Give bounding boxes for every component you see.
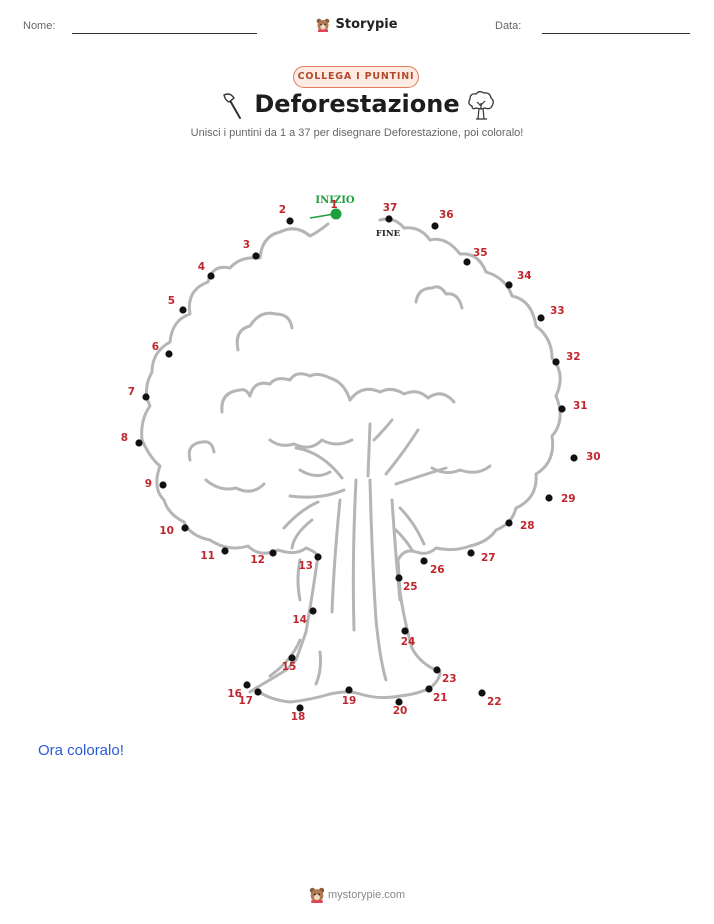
dot-label-7: 7 [128,386,135,398]
dot-label-21: 21 [433,692,448,704]
dot-label-1: 1 [330,199,337,211]
dot-31 [558,405,566,413]
dot-16 [243,681,251,689]
dot-11 [221,547,229,555]
page-title: Deforestazione [254,90,460,118]
dot-label-19: 19 [342,695,357,707]
date-line [542,33,690,34]
brand-logo: Storypie [0,14,714,33]
dot-26 [420,557,428,565]
dot-label-10: 10 [159,525,174,537]
footer: mystorypie.com [0,887,714,903]
brand-name: Storypie [335,17,398,32]
dot-23 [433,666,441,674]
dot-36 [431,222,439,230]
name-label: Nome: [23,20,56,32]
dot-label-36: 36 [439,209,454,221]
dot-17 [254,688,262,696]
dot-label-24: 24 [401,636,416,648]
color-prompt: Ora coloralo! [38,742,124,759]
bear-mascot-icon [309,887,325,903]
dot-2 [286,217,294,225]
dot-34 [505,281,513,289]
dot-label-16: 16 [227,688,242,700]
dot-9 [159,481,167,489]
activity-badge: COLLEGA I PUNTINI [293,66,419,88]
dot-12 [269,549,277,557]
dot-label-17: 17 [238,695,253,707]
dot-1 [330,208,342,220]
dot-label-9: 9 [145,478,152,490]
dot-label-25: 25 [403,581,418,593]
axe-icon [223,93,241,119]
dot-label-23: 23 [442,673,457,685]
dot-15 [288,654,296,662]
dot-14 [309,607,317,615]
date-label: Data: [495,20,522,32]
dot-24 [401,627,409,635]
dot-27 [467,549,475,557]
dot-35 [463,258,471,266]
dot-label-11: 11 [200,550,215,562]
dot-13 [314,553,322,561]
dot-22 [478,689,486,697]
dot-label-27: 27 [481,552,496,564]
dot-32 [552,358,560,366]
dot-25 [395,574,403,582]
dot-19 [345,686,353,694]
dot-label-14: 14 [292,614,307,626]
start-pointer-line [309,213,335,219]
dot-label-3: 3 [243,239,250,251]
dot-label-35: 35 [473,247,488,259]
footer-url: mystorypie.com [328,888,406,901]
dot-label-18: 18 [291,711,306,723]
tree-outline [140,217,562,704]
dot-label-33: 33 [550,305,565,317]
dot-label-2: 2 [279,204,286,216]
dot-label-12: 12 [250,554,265,566]
tree-icon [468,91,494,120]
dot-20 [395,698,403,706]
dot-label-32: 32 [566,351,581,363]
dot-label-26: 26 [430,564,445,576]
dot-label-37: 37 [383,202,398,214]
dot-4 [207,272,215,280]
end-label: FINE [376,229,401,239]
dot-label-20: 20 [393,705,408,717]
dot-28 [505,519,513,527]
dot-37 [385,215,393,223]
dot-33 [537,314,545,322]
name-line [72,33,257,34]
dot-3 [252,252,260,260]
dot-label-34: 34 [517,270,532,282]
dot-label-15: 15 [282,661,297,673]
page-subtitle: Unisci i puntini da 1 a 37 per disegnare… [190,127,524,139]
dot-10 [181,524,189,532]
dot-21 [425,685,433,693]
start-label: INIZIO [315,195,354,206]
dot-label-4: 4 [198,261,205,273]
dot-label-8: 8 [121,432,128,444]
dot-7 [142,393,150,401]
dot-label-5: 5 [168,295,175,307]
dot-label-31: 31 [573,400,588,412]
dot-5 [179,306,187,314]
bear-mascot-icon [317,18,330,32]
dot-30 [570,454,578,462]
dot-label-13: 13 [298,560,313,572]
dot-label-30: 30 [586,451,601,463]
dot-18 [296,704,304,712]
dot-29 [545,494,553,502]
dot-label-6: 6 [152,341,159,353]
dot-6 [165,350,173,358]
dot-label-29: 29 [561,493,576,505]
dot-8 [135,439,143,447]
dot-label-22: 22 [487,696,502,708]
dot-label-28: 28 [520,520,535,532]
